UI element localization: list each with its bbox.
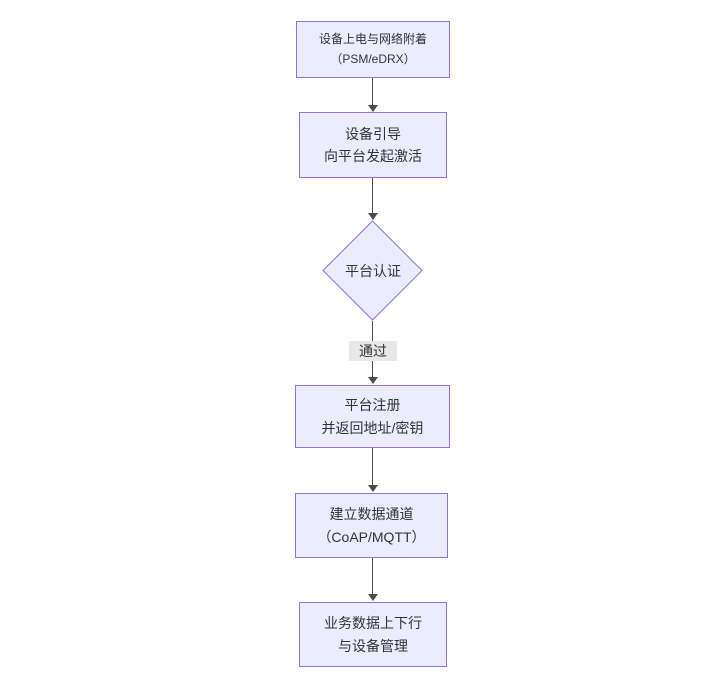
node-power-attach-line2: （PSM/eDRX） bbox=[330, 51, 416, 66]
node-auth-label: 平台认证 bbox=[345, 263, 401, 279]
node-business: 业务数据上下行 与设备管理 bbox=[299, 602, 447, 667]
node-power-attach: 设备上电与网络附着 （PSM/eDRX） bbox=[296, 21, 450, 78]
node-channel-line2: （CoAP/MQTT） bbox=[317, 528, 426, 545]
edge-label-pass: 通过 bbox=[349, 341, 397, 361]
node-bootstrap: 设备引导 向平台发起激活 bbox=[299, 112, 447, 178]
node-register: 平台注册 并返回地址/密钥 bbox=[295, 385, 450, 448]
edge-register-to-channel bbox=[372, 448, 373, 487]
node-bootstrap-line1: 设备引导 bbox=[345, 125, 401, 142]
edge-channel-to-business bbox=[372, 558, 373, 596]
node-register-line2: 并返回地址/密钥 bbox=[321, 419, 424, 436]
node-business-line2: 与设备管理 bbox=[338, 637, 408, 654]
node-power-attach-line1: 设备上电与网络附着 bbox=[318, 32, 427, 47]
node-register-line1: 平台注册 bbox=[344, 397, 401, 414]
edge-power-to-bootstrap bbox=[372, 78, 373, 107]
node-auth-decision: 平台认证 bbox=[322, 220, 424, 322]
arrowhead-icon bbox=[368, 594, 378, 601]
node-business-line1: 业务数据上下行 bbox=[324, 615, 422, 632]
node-channel: 建立数据通道 （CoAP/MQTT） bbox=[295, 493, 448, 558]
edge-bootstrap-to-auth bbox=[372, 178, 373, 215]
node-channel-line1: 建立数据通道 bbox=[329, 506, 414, 523]
node-bootstrap-line2: 向平台发起激活 bbox=[324, 148, 422, 164]
arrowhead-icon bbox=[368, 213, 378, 220]
arrowhead-icon bbox=[368, 105, 378, 112]
arrowhead-icon bbox=[368, 485, 378, 492]
arrowhead-icon bbox=[368, 377, 378, 384]
